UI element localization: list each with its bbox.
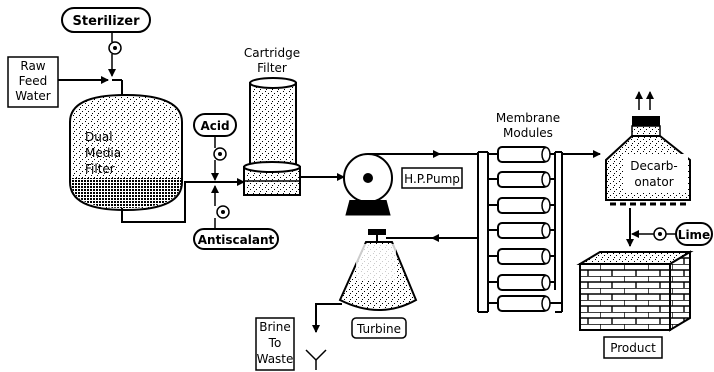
cartridge-filter-title-line1: Cartridge [244,46,300,60]
membrane-tube [488,222,555,239]
lime-dosing-pump-icon [653,227,667,241]
cartridge-filter-title-line2: Filter [257,61,287,75]
turbine-label-box: Turbine [351,317,407,339]
hp-pump [343,153,393,216]
antiscalant-box: Antiscalant [193,228,279,250]
product-label-box: Product [603,336,663,359]
membrane-tube [488,248,555,265]
lime-box: Lime [675,222,713,246]
dual-media-filter-line2: Media [85,146,121,160]
sterilizer-box: Sterilizer [61,7,151,33]
dual-media-filter-line1: Dual [85,130,113,144]
product-label: Product [610,341,656,355]
membrane-tube [488,146,555,163]
decarbonator-line1: Decarb- [630,159,677,173]
drain-icon [305,349,327,370]
dual-media-filter: Dual Media Filter [69,93,183,212]
raw-feed-water-line1: Raw [20,59,45,73]
raw-feed-water-line2: Feed [19,74,48,88]
membrane-tube [488,171,555,188]
hp-pump-label-box: H.P.Pump [401,167,463,189]
turbine [338,229,418,311]
decarbonator: Decarb- onator [605,116,691,206]
lime-label: Lime [678,228,710,242]
membrane-modules-title-line1: Membrane [496,111,560,125]
decarbonator-line2: onator [634,175,673,189]
dual-media-filter-line3: Filter [85,162,115,176]
brine-to-waste-box: Brine To Waste [255,317,295,371]
brine-to-waste-line3: Waste [257,352,294,366]
antiscalant-label: Antiscalant [198,233,275,247]
vent-arrows-icon [635,91,654,110]
brine-to-waste-line1: Brine [259,320,291,334]
antiscalant-dosing-pump-icon [216,205,230,219]
acid-label: Acid [200,119,229,133]
membrane-modules [477,146,563,313]
sterilizer-label: Sterilizer [73,14,141,29]
membrane-tube [488,274,555,291]
membrane-modules-title-line2: Modules [503,126,553,140]
acid-box: Acid [193,113,237,137]
hp-pump-label: H.P.Pump [404,172,460,186]
sterilizer-dosing-pump-icon [108,41,122,55]
brine-to-waste-line2: To [268,336,282,350]
turbine-label: Turbine [356,322,401,336]
acid-dosing-pump-icon [213,147,227,161]
raw-feed-water-box: Raw Feed Water [7,56,59,108]
membrane-tube [488,295,562,312]
cartridge-filter [243,77,301,196]
product-tank [576,250,694,332]
membrane-tube [488,197,555,214]
raw-feed-water-line3: Water [15,89,51,103]
